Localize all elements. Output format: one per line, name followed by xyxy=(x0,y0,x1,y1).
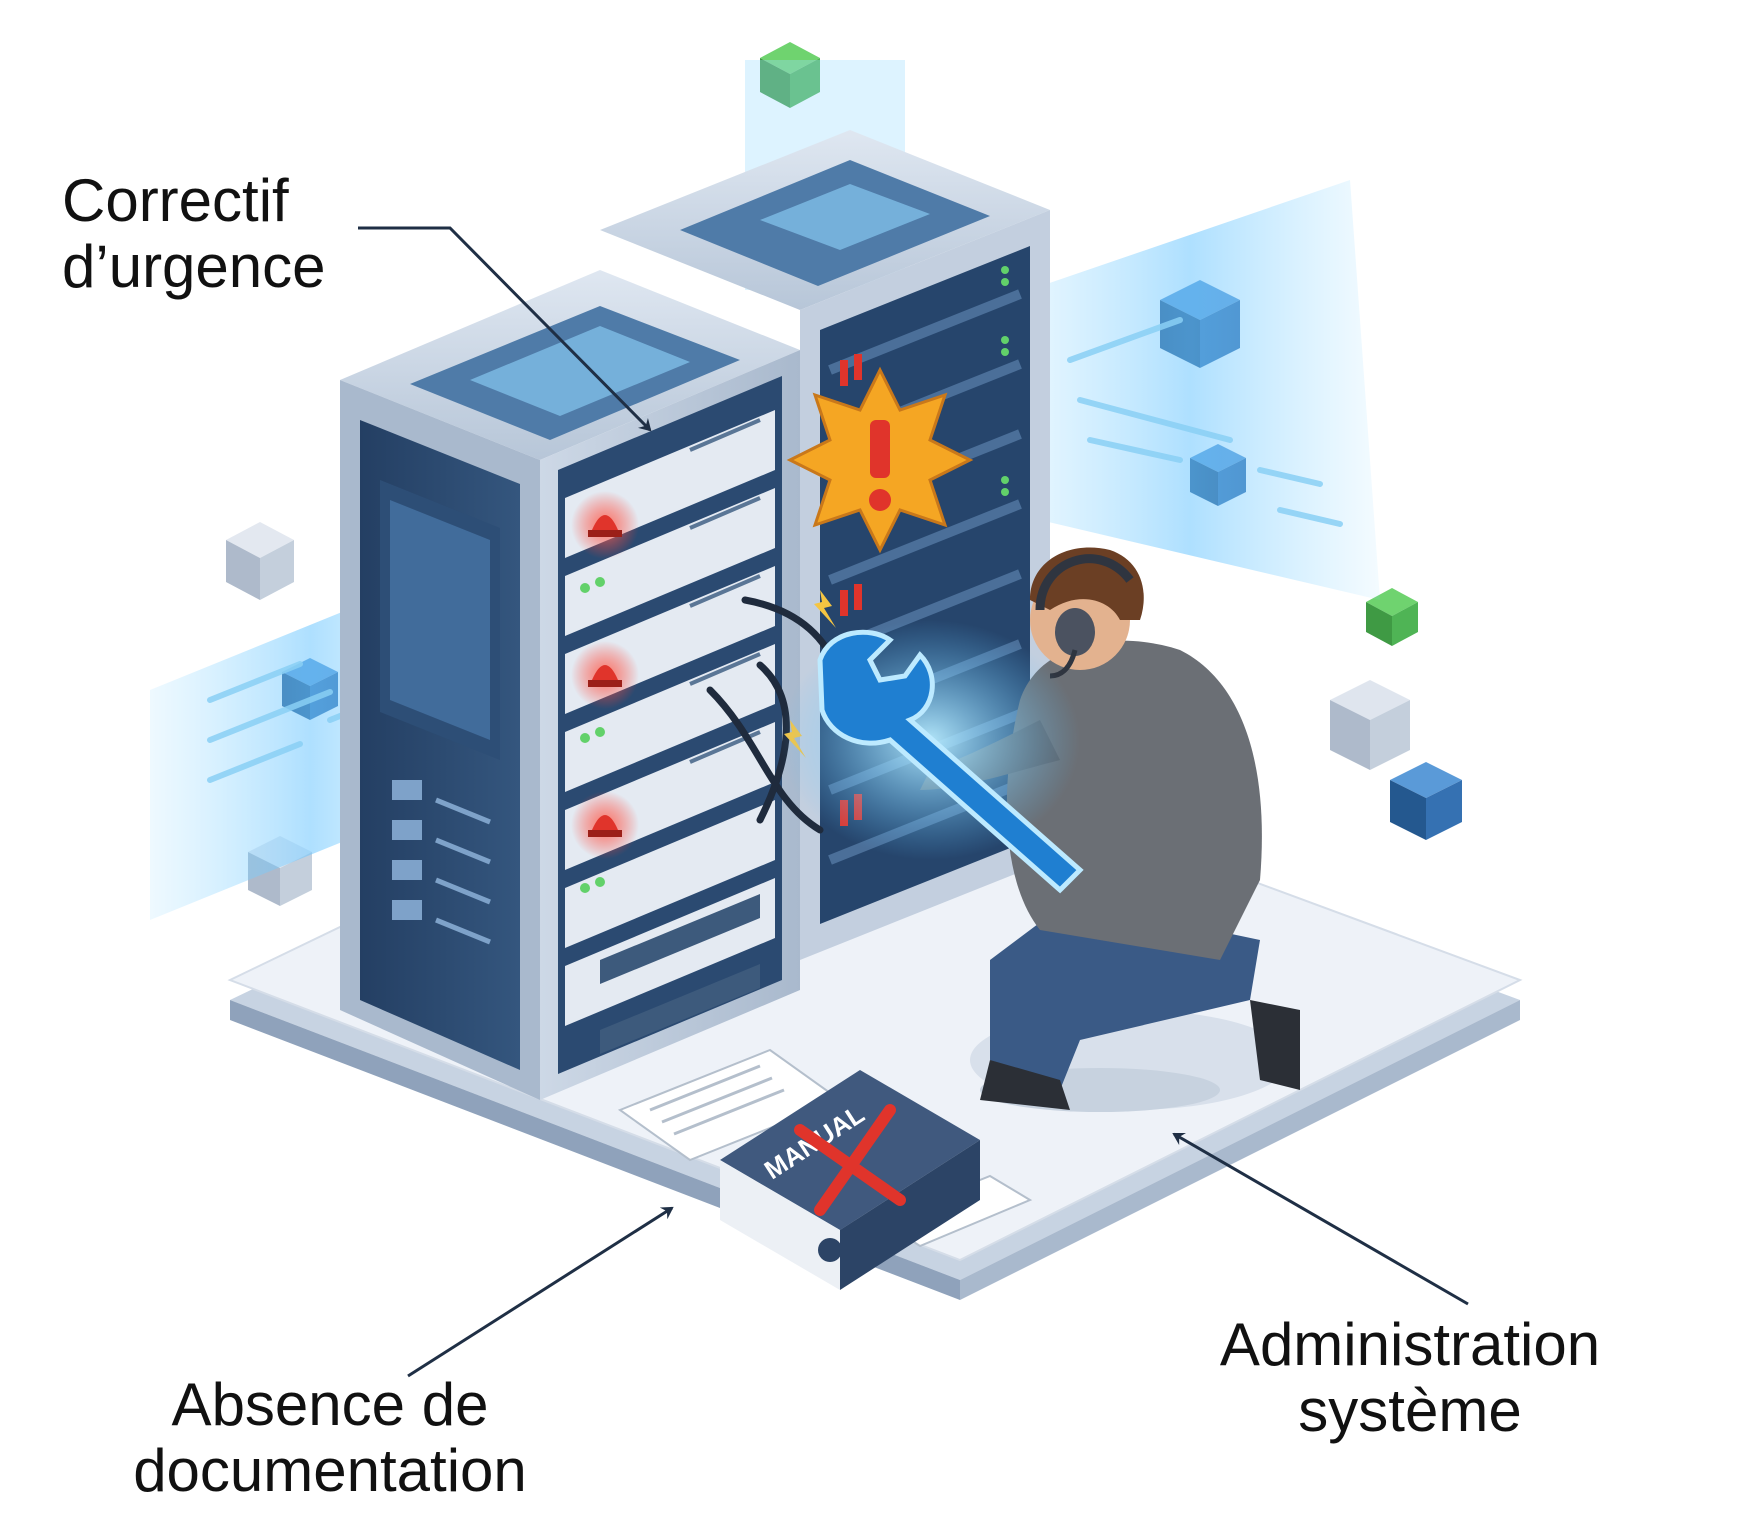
label-absence-documentation: Absence de documentation xyxy=(80,1372,580,1504)
siren-icon xyxy=(571,491,639,559)
label-correctif-line2: d’urgence xyxy=(62,233,326,300)
server-rack-front xyxy=(340,270,800,1100)
label-absence-line2: documentation xyxy=(133,1437,527,1504)
label-absence-line1: Absence de xyxy=(171,1371,489,1438)
cube-gray-left-top xyxy=(226,522,294,600)
arrow-correctif xyxy=(358,226,652,432)
cube-gray-right xyxy=(1330,680,1410,770)
siren-icon xyxy=(571,791,639,859)
arrow-admin xyxy=(1172,1132,1469,1306)
label-admin-line2: système xyxy=(1298,1377,1522,1444)
siren-icon xyxy=(571,641,639,709)
cube-green-right xyxy=(1366,588,1418,646)
documents: MANUAL xyxy=(617,1048,1033,1290)
alert-starburst-icon xyxy=(786,366,974,554)
manual-book-icon: MANUAL xyxy=(720,1070,980,1290)
label-correctif-urgence: Correctif d’urgence xyxy=(62,168,326,300)
wrench-icon xyxy=(780,620,1084,894)
cube-green-top xyxy=(760,42,820,108)
arrow-absence xyxy=(407,1206,674,1378)
label-correctif-line1: Correctif xyxy=(62,167,289,234)
cube-blue-lower-right xyxy=(1390,762,1462,840)
label-administration-systeme: Administration système xyxy=(1160,1312,1660,1444)
callout-arrows xyxy=(358,226,1469,1378)
label-admin-line1: Administration xyxy=(1219,1311,1601,1378)
